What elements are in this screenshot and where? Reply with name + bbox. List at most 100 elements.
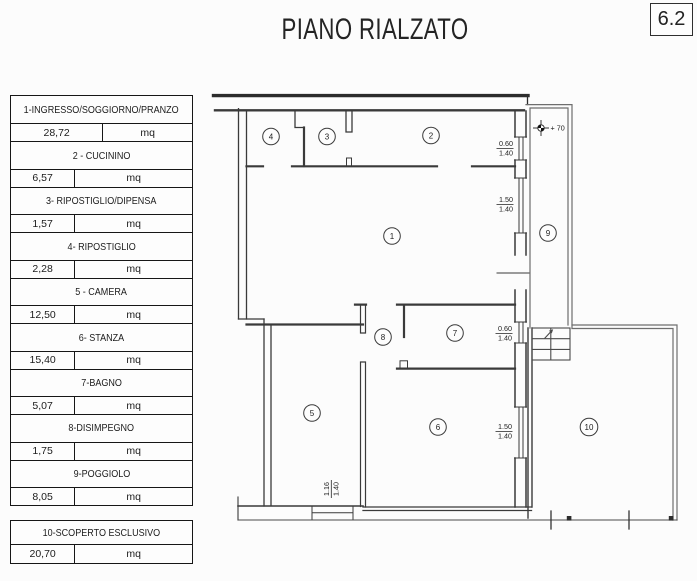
- svg-text:1.40: 1.40: [499, 205, 513, 214]
- legend-entry: 9-POGGIOLO 8,05 mq: [11, 459, 192, 506]
- room-area-row: 1,57 mq: [11, 214, 192, 233]
- room-area-unit: mq: [126, 548, 141, 560]
- room-name: 7-BAGNO: [81, 377, 122, 389]
- room-area-row: 6,57 mq: [11, 168, 192, 187]
- room-area-unit: mq: [126, 354, 141, 367]
- room-area-unit: mq: [126, 399, 141, 412]
- sheet-number: 6.2: [657, 8, 686, 30]
- room-circle-7: 7: [446, 324, 464, 342]
- room-circle-3: 3: [318, 127, 336, 146]
- window-symbols: [311, 136, 527, 520]
- room-circle-9: 9: [539, 224, 557, 242]
- room-area-value: 12,50: [11, 306, 76, 324]
- room-name: 4- RIPOSTIGLIO: [67, 240, 136, 253]
- svg-text:2: 2: [429, 131, 434, 140]
- room-name: 3- RIPOSTIGLIO/DIPENSA: [46, 195, 157, 208]
- benchmark-icon: [533, 120, 549, 136]
- room-name: 2 - CUCININO: [72, 149, 131, 162]
- legend-entry: 3- RIPOSTIGLIO/DIPENSA 1,57 mq: [11, 186, 192, 233]
- room-area-row: 2,28 mq: [11, 259, 192, 278]
- svg-text:8: 8: [381, 333, 386, 342]
- legend-entry: 1-INGRESSO/SOGGIORNO/PRANZO 28,72 mq: [11, 96, 192, 142]
- room-name: 8-DISIMPEGNO: [68, 422, 135, 435]
- svg-text:4: 4: [269, 132, 274, 141]
- window-label-2: 1.50 1.40: [496, 195, 514, 214]
- svg-text:0.60: 0.60: [499, 139, 513, 148]
- svg-text:1: 1: [390, 232, 395, 241]
- room-name-row: 7-BAGNO: [11, 368, 192, 396]
- room-area-unit: mq: [126, 445, 141, 458]
- room-name-row: 4- RIPOSTIGLIO: [11, 232, 192, 259]
- sheet-number-box: 6.2: [650, 3, 693, 36]
- room-area-value: 20,70: [11, 545, 76, 563]
- window-dimension-labels: 0.60 1.40 1.50 1.40 0.60 1.40 1.50 1.40 …: [322, 139, 514, 498]
- svg-text:7: 7: [453, 329, 458, 338]
- room-area-unit: mq: [126, 172, 141, 185]
- room-name-row: 6- STANZA: [11, 323, 192, 350]
- room-name-row: 5 - CAMERA: [11, 277, 192, 305]
- page-title: PIANO RIALZATO: [281, 13, 469, 46]
- room-area-unit: mq: [126, 263, 141, 276]
- svg-text:1.16: 1.16: [322, 482, 331, 496]
- room-number-circles: 1 2 3 4 5 6 7: [262, 126, 599, 437]
- svg-text:1.50: 1.50: [498, 422, 512, 431]
- room-name: 9-POGGIOLO: [73, 467, 130, 480]
- legend-entry: 8-DISIMPEGNO 1,75 mq: [11, 414, 192, 460]
- room-area-value: 15,40: [11, 351, 76, 369]
- svg-text:1.40: 1.40: [332, 482, 341, 496]
- legend-entry: 2 - CUCININO 6,57 mq: [11, 141, 192, 187]
- room-area-row: 1,75 mq: [11, 441, 192, 460]
- room-name: 1-INGRESSO/SOGGIORNO/PRANZO: [23, 103, 180, 116]
- room-circle-4: 4: [262, 127, 280, 146]
- room-circle-8: 8: [374, 328, 392, 346]
- room-area-unit: mq: [126, 217, 141, 230]
- room-area-row: 28,72 mq: [11, 123, 192, 142]
- room-area-value: 1,57: [11, 215, 76, 233]
- room-area-unit: mq: [140, 126, 155, 139]
- svg-text:5: 5: [310, 409, 315, 418]
- room-area-unit: mq: [126, 490, 141, 503]
- svg-text:1.40: 1.40: [498, 334, 512, 343]
- svg-text:6: 6: [436, 423, 441, 432]
- room-name-row: 9-POGGIOLO: [11, 459, 192, 487]
- room-name-row: 1-INGRESSO/SOGGIORNO/PRANZO: [11, 96, 192, 123]
- svg-text:10: 10: [585, 423, 594, 432]
- legend-entry: 10-SCOPERTO ESCLUSIVO 20,70 mq: [11, 521, 192, 563]
- room-area-value: 8,05: [11, 488, 76, 506]
- svg-text:3: 3: [325, 132, 330, 141]
- legend-entry: 4- RIPOSTIGLIO 2,28 mq: [11, 232, 192, 278]
- room-area-row: 20,70 mq: [11, 544, 192, 563]
- room-area-value: 2,28: [11, 260, 76, 278]
- svg-text:0.60: 0.60: [498, 324, 512, 333]
- room-circle-6: 6: [429, 418, 447, 436]
- room-area-value: 1,75: [11, 442, 76, 460]
- room-area-value: 6,57: [11, 169, 76, 187]
- room-area-value: 28,72: [11, 124, 104, 142]
- site-boundary-lines: [211, 93, 530, 106]
- outdoor-boundaries: [237, 104, 678, 530]
- elevation-marker: + 70: [533, 120, 565, 136]
- room-name-row: 10-SCOPERTO ESCLUSIVO: [11, 521, 192, 544]
- room-area-row: 15,40 mq: [11, 350, 192, 369]
- exclusive-legend-table: 10-SCOPERTO ESCLUSIVO 20,70 mq: [10, 520, 193, 564]
- apartment-walls: [213, 107, 533, 521]
- svg-text:1.40: 1.40: [498, 432, 512, 441]
- room-circle-2: 2: [422, 126, 440, 145]
- room-name-row: 8-DISIMPEGNO: [11, 414, 192, 441]
- room-circle-1: 1: [383, 227, 401, 245]
- stair-symbol: [531, 327, 571, 361]
- room-name-row: 3- RIPOSTIGLIO/DIPENSA: [11, 186, 192, 214]
- window-label-3: 0.60 1.40: [495, 324, 513, 343]
- svg-text:9: 9: [546, 229, 551, 238]
- room-name-row: 2 - CUCININO: [11, 141, 192, 168]
- room-area-unit: mq: [126, 308, 141, 321]
- room-area-row: 12,50 mq: [11, 305, 192, 324]
- room-name: 10-SCOPERTO ESCLUSIVO: [42, 526, 161, 539]
